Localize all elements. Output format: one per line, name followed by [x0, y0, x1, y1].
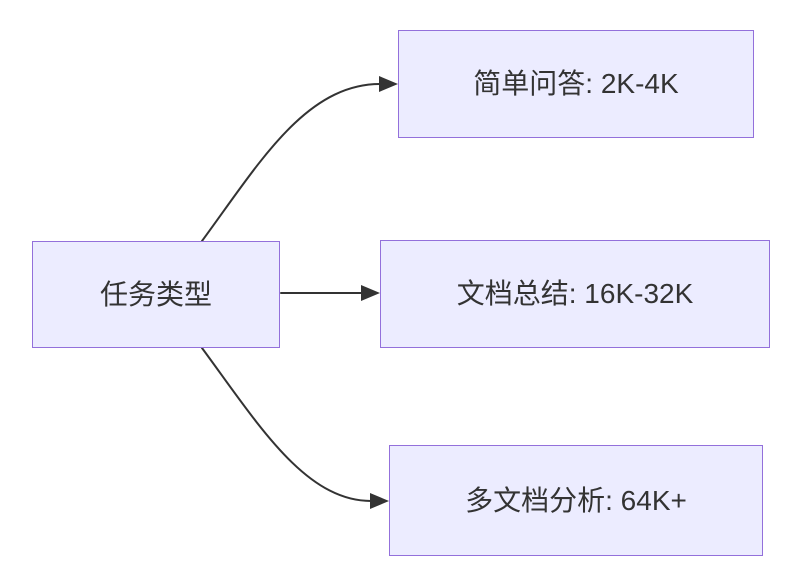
- arrowhead-multi-doc: [370, 493, 389, 509]
- node-doc-summary-label: 文档总结: 16K-32K: [456, 278, 694, 310]
- node-multi-doc-label: 多文档分析: 64K+: [465, 484, 687, 516]
- node-multi-doc: 多文档分析: 64K+: [389, 445, 763, 556]
- node-simple-qa-label: 简单问答: 2K-4K: [473, 68, 679, 100]
- node-simple-qa: 简单问答: 2K-4K: [398, 30, 754, 138]
- node-task-type: 任务类型: [32, 241, 280, 348]
- arrowhead-doc-summary: [361, 285, 380, 301]
- arrowhead-simple-qa: [379, 76, 398, 92]
- edge-root-to-multi-doc: [201, 347, 372, 502]
- node-task-type-label: 任务类型: [99, 278, 212, 310]
- node-doc-summary: 文档总结: 16K-32K: [380, 240, 770, 348]
- edge-root-to-simple-qa: [201, 83, 381, 242]
